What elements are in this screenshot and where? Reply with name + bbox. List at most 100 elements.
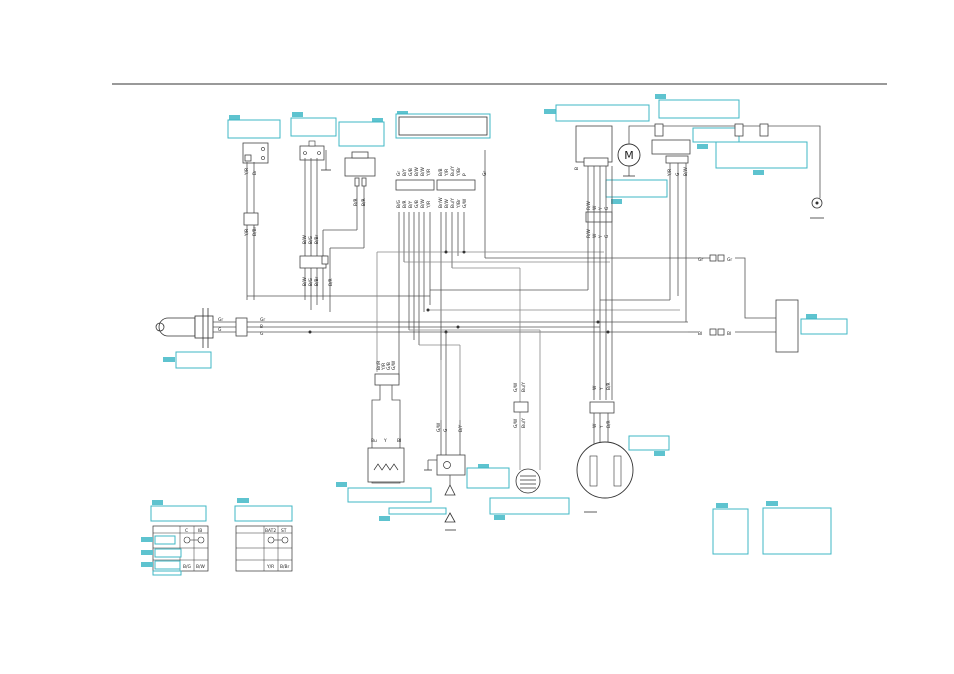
wire-label: Y/R [426,201,432,209]
arrow-down [444,484,456,496]
callout-row [154,560,181,570]
relay [344,157,376,177]
callout-box-handle [800,318,848,335]
wire-label: G/W [513,382,519,392]
wire-label: Gr [698,257,703,263]
wire-label: Gr [218,317,223,323]
wire-label: B/Br [314,234,320,244]
battery-terminal-center [815,201,819,205]
ecu-connector-b [436,179,476,191]
callout-box-ecu [395,113,491,139]
connector [665,155,689,164]
callout-box-fuel [658,99,740,119]
injector-coil [443,461,451,469]
wire-label: B/Y [402,169,408,176]
callout-tag [806,314,817,319]
fuse [734,123,744,137]
wire [735,257,776,319]
motor-label: M [624,149,634,162]
resistor-symbol [373,463,399,471]
callout-box-sensor-a [347,487,432,503]
callout-tag [336,482,347,487]
wire-label: G/B [386,362,392,370]
callout-box-pickup [489,497,570,515]
ecu-top-labels-b: B/B Y/R Bu/Y Y/Br P Gr [438,166,488,177]
connector [235,317,248,337]
switch-contact [261,147,265,151]
wire-label: Bu/Y [521,418,527,428]
junction-dot [444,250,448,254]
wire-label: G/W [513,418,519,428]
callout-tag [766,501,778,506]
connector [585,211,613,223]
wire-label: B/W [414,167,420,176]
table-header: BAT2 [265,528,276,534]
ecu-outline [398,116,488,136]
wire-label: Y/Br [456,167,462,177]
connector-small [321,255,329,265]
wire-label: B/R [402,200,408,208]
junction-dot [308,330,312,334]
wire-label: B/R [606,420,612,428]
ecu-connector-a [395,179,435,191]
callout-box-injector [466,467,510,489]
ignition-connector [244,154,252,162]
wire-label: G [604,206,610,210]
wire-label: B/W [302,277,308,286]
switch-contact [317,151,321,155]
connector [589,401,615,414]
wire-label: B/W [420,167,426,176]
pickup-coil [515,468,541,494]
connector-pin [717,328,725,336]
generator [576,441,634,499]
table-cell: B/W [196,564,205,570]
callout-box-switch [290,117,337,137]
stator-winding [589,455,598,487]
wire-label: G/W [391,360,397,370]
wire-label: B/Br [252,226,258,236]
wire-label: Y/R [381,363,387,371]
handle-switch [775,299,799,353]
callout-tag [163,357,175,362]
callout-tag [292,112,303,117]
callout-tag [611,199,622,204]
wire-label: Bl [727,331,731,337]
junction-dot [606,330,610,334]
wire-label: B/R [606,382,612,390]
wire-label: B/W [444,199,450,208]
wire-label: B/G [308,236,314,244]
ecu-mid-labels-b: Br/W B/W Bu/Y Y/Br G/W [438,197,468,209]
callout-tag [716,503,728,508]
wire-label: B/R [328,278,334,286]
ecu-wires [376,150,710,470]
lower-a-labels: Br/R Y/R G/B G/W [376,360,397,371]
wire-label: B [574,167,580,170]
wire [371,385,401,484]
connector-pin [717,254,725,262]
callout-tag [152,500,163,505]
connector-pin [709,254,717,262]
callout-tag [494,515,505,520]
relay-terminal [361,177,367,187]
wire-label: Bu/Y [450,166,456,176]
wire-label: Br [252,170,258,175]
callout-box-coil [175,351,212,369]
table-cell: B/G [183,564,191,570]
wire-label: W [592,385,598,390]
callout-row [152,570,182,576]
injector [436,454,466,476]
callout-box-table-right [234,505,293,522]
callout-tag [753,170,764,175]
wire-label: B/W [420,199,426,208]
junction-dot [426,308,430,312]
right-labels: B R/W W Y G R/W W Y G Y/R G B/W [574,167,689,239]
callout-tag [379,516,390,521]
wire-label: G/B [414,200,420,208]
ignition-coil [158,317,196,337]
callout-box-battery [715,141,808,169]
table-cell: Y/R [266,564,274,570]
wire-label: Bu/Y [521,382,527,392]
relay-terminal [354,177,360,187]
callout-tag [229,115,240,120]
